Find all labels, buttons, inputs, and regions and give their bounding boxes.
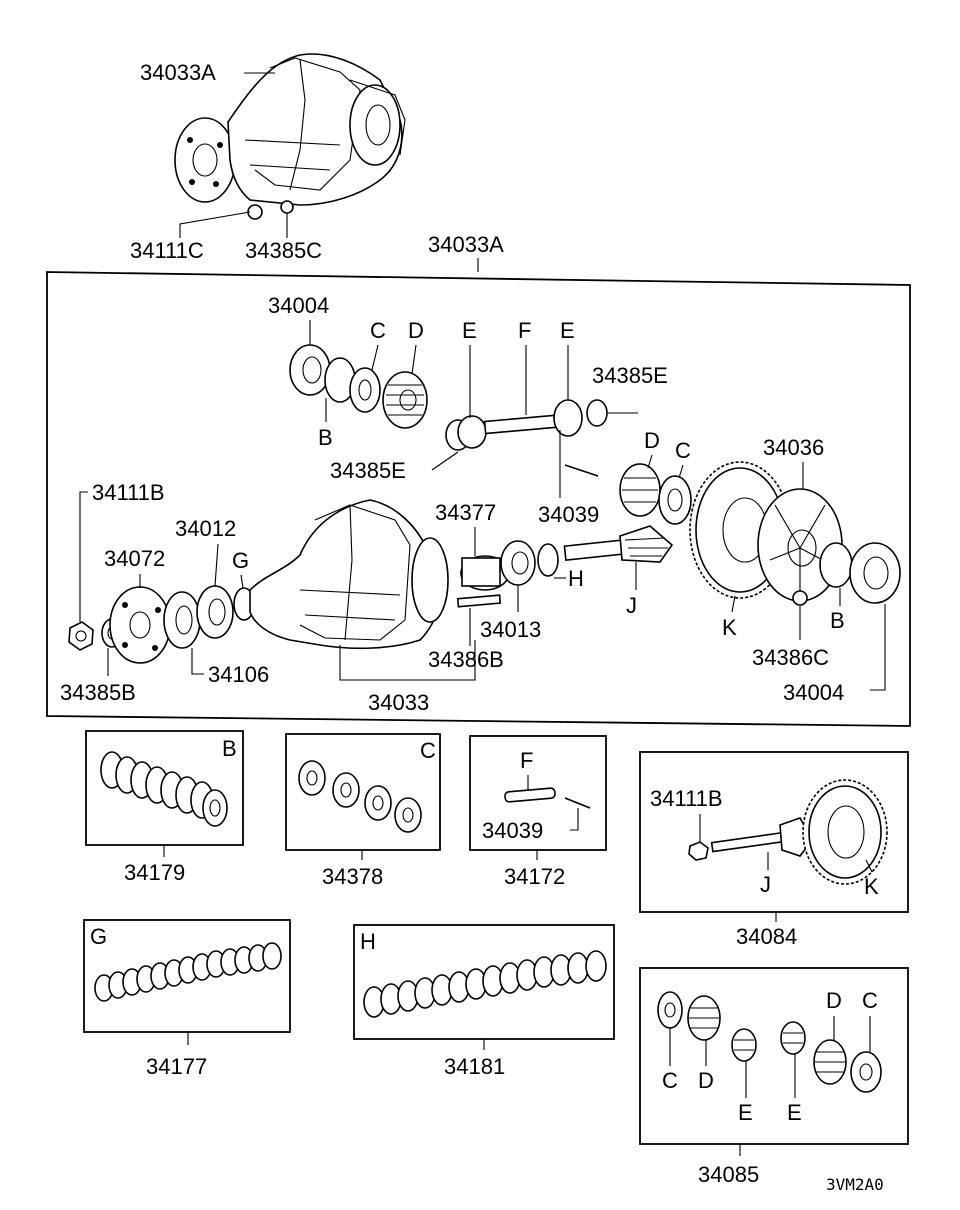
thrust-washers-C[interactable] <box>298 760 422 833</box>
oil-seal[interactable] <box>163 591 201 649</box>
kit-34084-K: K <box>864 874 879 899</box>
label-H: H <box>568 566 584 591</box>
label-34012: 34012 <box>175 516 236 541</box>
spacer-stack-H[interactable] <box>363 950 607 1018</box>
kit-34378-number: 34378 <box>322 864 383 889</box>
label-34033A-group: 34033A <box>428 232 504 257</box>
kit-34172-letter-F: F <box>520 748 533 773</box>
companion-flange[interactable] <box>109 586 171 664</box>
kit-34085-E1: E <box>738 1100 753 1125</box>
label-34111B: 34111B <box>92 480 165 505</box>
kit-34085-C1: C <box>662 1068 678 1093</box>
differential-assembly-top[interactable] <box>174 53 406 220</box>
pinion-shaft-assembly[interactable] <box>445 399 608 477</box>
diagram-code: 3VM2A0 <box>826 1175 884 1194</box>
label-34377: 34377 <box>435 500 496 525</box>
spacer-stack-G[interactable] <box>94 942 282 1002</box>
label-B-right: B <box>830 608 845 633</box>
kit-34085-E2: E <box>787 1100 802 1125</box>
differential-case[interactable] <box>757 488 901 606</box>
shim-stack-B[interactable] <box>100 751 228 827</box>
kit-34172-pin: 34039 <box>482 818 543 843</box>
label-34036: 34036 <box>763 435 824 460</box>
kit-34085-number: 34085 <box>698 1162 759 1187</box>
carrier-bolt[interactable] <box>456 594 502 608</box>
label-34386C: 34386C <box>752 645 829 670</box>
collapsible-spacer[interactable] <box>460 555 510 591</box>
label-34004-upper: 34004 <box>268 293 329 318</box>
kit-34084-plug: 34111B <box>650 786 723 811</box>
kit-34181-number: 34181 <box>444 1054 505 1079</box>
kit-34179-letter: B <box>222 736 237 761</box>
side-gear-D-right[interactable] <box>619 463 692 525</box>
kit-34084-J: J <box>760 872 771 897</box>
label-C-upper: C <box>370 318 386 343</box>
kit-34177-number: 34177 <box>146 1054 207 1079</box>
label-34004-right: 34004 <box>783 680 844 705</box>
assembly-group-frame <box>46 271 911 727</box>
label-E-left: E <box>462 318 477 343</box>
label-C-right: C <box>675 438 691 463</box>
side-gear-D-upper[interactable] <box>382 371 428 429</box>
carrier-housing[interactable] <box>249 499 449 650</box>
kit-34085-C2: C <box>862 988 878 1013</box>
kit-34084-number: 34084 <box>736 924 797 949</box>
kit-34085-D2: D <box>826 988 842 1013</box>
differential-gear-kit[interactable] <box>657 991 882 1093</box>
label-B-upper: B <box>318 425 333 450</box>
label-34385C: 34385C <box>245 238 322 263</box>
kit-34172-number: 34172 <box>504 864 565 889</box>
pinion-and-ring-gear-set[interactable] <box>688 779 888 885</box>
kit-box-34378 <box>285 733 441 851</box>
label-34385E-left: 34385E <box>330 458 406 483</box>
label-34385B: 34385B <box>60 680 136 705</box>
pinion-nut[interactable] <box>68 621 94 651</box>
label-D-right: D <box>644 428 660 453</box>
kit-34179-number: 34179 <box>124 860 185 885</box>
pinion-shaft-F[interactable] <box>504 787 591 809</box>
bearing-left[interactable] <box>196 585 234 639</box>
label-34111C: 34111C <box>130 238 204 263</box>
label-D-upper: D <box>408 318 424 343</box>
label-J: J <box>626 593 637 618</box>
label-34033: 34033 <box>368 690 429 715</box>
kit-34181-letter: H <box>360 929 376 954</box>
bearing-upper[interactable] <box>289 344 381 413</box>
label-K: K <box>722 615 737 640</box>
label-E-right: E <box>560 318 575 343</box>
spacer-H[interactable] <box>537 543 559 577</box>
label-G: G <box>232 548 249 573</box>
label-34039-pin: 34039 <box>538 502 599 527</box>
kit-box-34084 <box>639 751 909 913</box>
label-F: F <box>518 318 531 343</box>
kit-34085-D1: D <box>698 1068 714 1093</box>
kit-box-34085 <box>639 967 909 1145</box>
label-34072: 34072 <box>104 546 165 571</box>
bearing-pinion[interactable] <box>500 540 536 586</box>
kit-box-34172 <box>469 735 607 851</box>
label-34013: 34013 <box>480 617 541 642</box>
kit-34177-letter: G <box>90 924 107 949</box>
drive-pinion-J[interactable] <box>563 525 674 563</box>
label-34033A-top: 34033A <box>140 60 216 85</box>
label-34106: 34106 <box>208 662 269 687</box>
kit-34378-letter: C <box>420 738 436 763</box>
label-34386B: 34386B <box>428 647 504 672</box>
label-34385E-right: 34385E <box>592 363 668 388</box>
kit-box-34177 <box>83 919 291 1033</box>
